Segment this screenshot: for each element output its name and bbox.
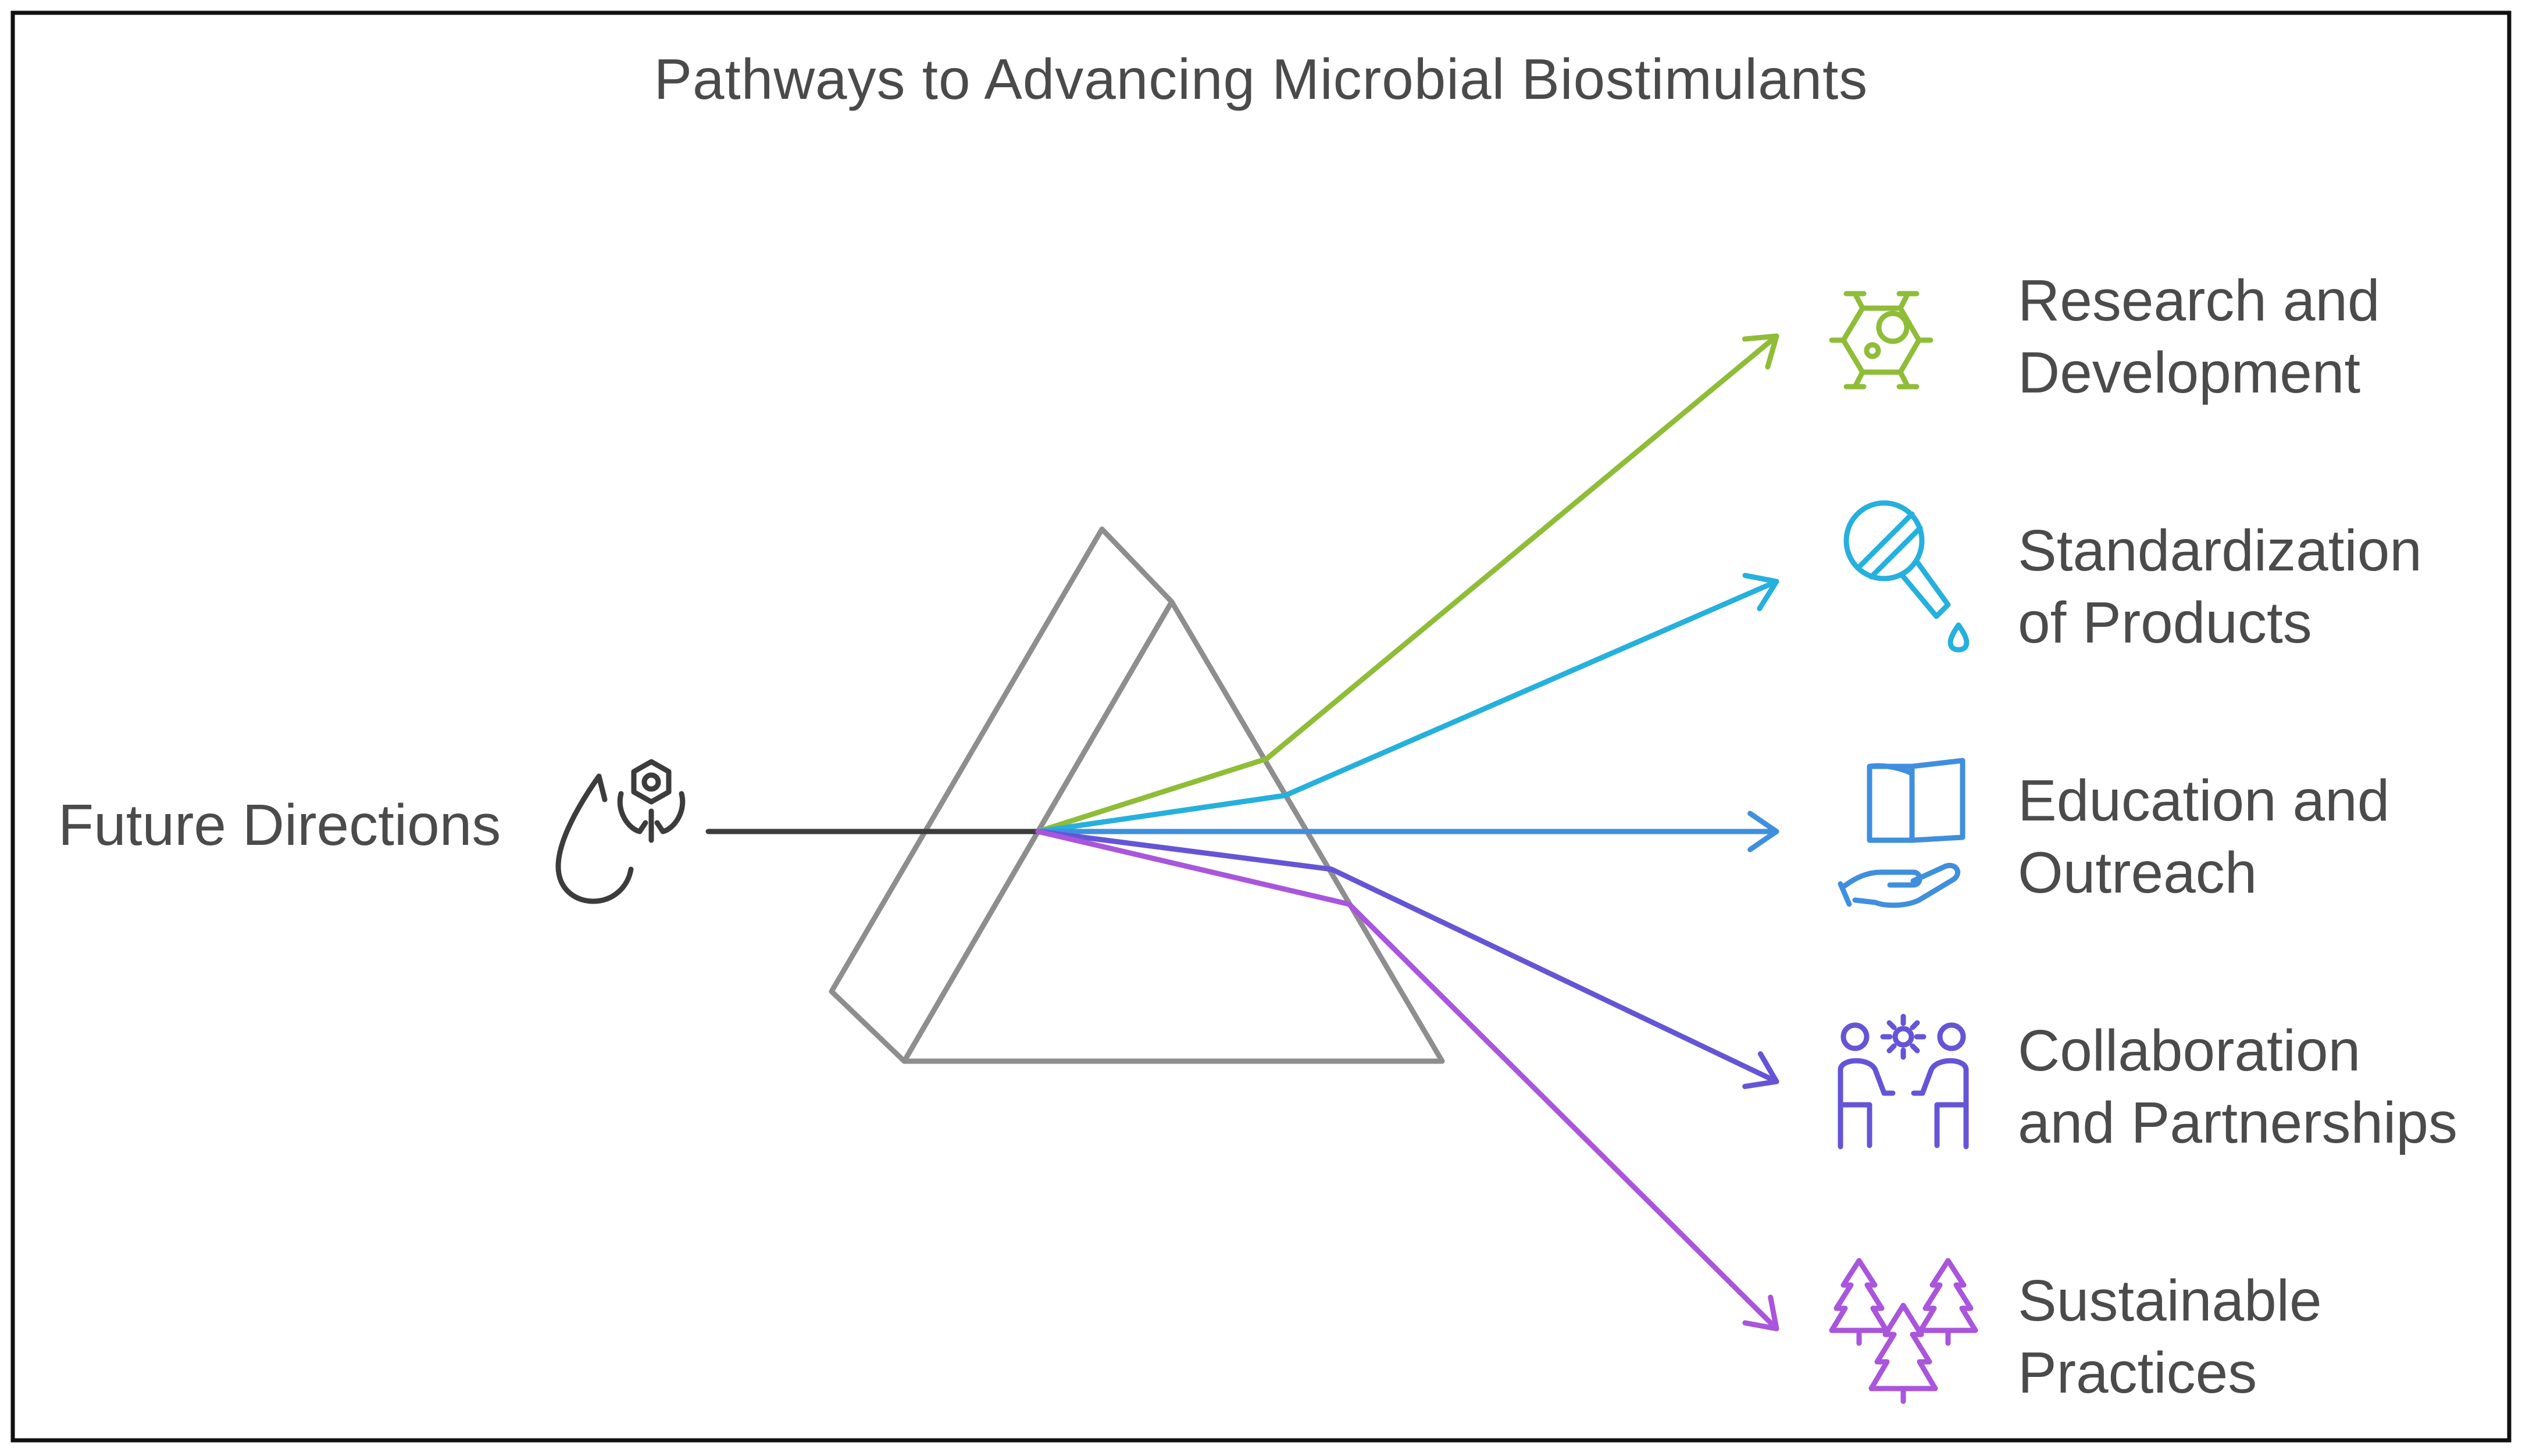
pine-trees-icon [1829, 1258, 1978, 1404]
arrowhead-research [1742, 333, 1779, 370]
branch-label-collaboration: Collaboration and Partnerships [2018, 1015, 2457, 1159]
arrowhead-collaboration [1742, 1051, 1779, 1089]
arrowhead-education [1747, 811, 1779, 852]
branch-label-line: Sustainable [2018, 1268, 2322, 1333]
branch-label-line: and Partnerships [2018, 1090, 2458, 1155]
arrowhead-standardization [1742, 573, 1779, 612]
branch-label-line: Outreach [2018, 840, 2257, 905]
arrowhead-sustainable [1742, 1294, 1779, 1332]
prism [829, 526, 1445, 1064]
ray-sustainable [1035, 829, 1779, 1332]
branch-label-line: Standardization [2018, 518, 2422, 583]
branch-label-standardization: Standardization of Products [2018, 515, 2422, 659]
ray-collaboration [1035, 829, 1779, 1084]
diagram-title: Pathways to Advancing Microbial Biostimu… [654, 47, 1868, 111]
pipette-flask-drop-icon [1843, 500, 1970, 652]
water-drop-microbe-icon [555, 759, 686, 904]
refracted-rays [1035, 333, 1779, 1332]
branch-label-line: Research and [2018, 268, 2380, 333]
branch-label-research: Research and Development [2018, 265, 2380, 409]
branch-label-education: Education and Outreach [2018, 765, 2389, 909]
two-people-collaborating-icon [1838, 1014, 1969, 1150]
branch-label-line: Education and [2018, 768, 2390, 833]
ray-research [1035, 333, 1779, 834]
book-in-hand-icon [1838, 758, 1965, 908]
branch-label-sustainable: Sustainable Practices [2018, 1265, 2322, 1409]
branch-label-line: of Products [2018, 590, 2312, 655]
branch-label-line: Development [2018, 340, 2361, 405]
figure-border [10, 10, 2512, 1443]
microorganism-cell-icon [1829, 291, 1934, 390]
branch-label-line: Practices [2018, 1340, 2257, 1405]
ray-standardization [1035, 579, 1779, 834]
branch-label-line: Collaboration [2018, 1018, 2361, 1083]
source-label: Future Directions [58, 793, 501, 858]
prism-side-face [829, 526, 1175, 1064]
